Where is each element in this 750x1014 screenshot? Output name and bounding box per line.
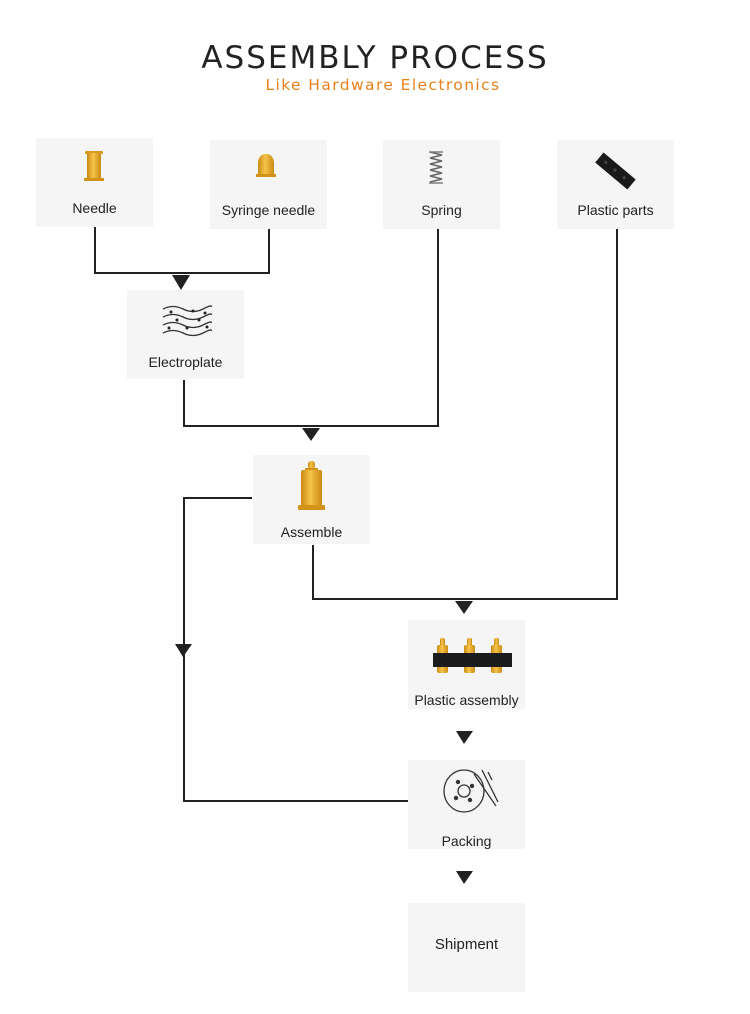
step-electroplate: Electroplate — [127, 290, 244, 379]
pin-strip-icon — [433, 638, 512, 673]
syringe-needle-icon — [256, 154, 276, 177]
pogo-pin-icon — [298, 461, 325, 510]
connector-electroplate-assemble — [183, 229, 439, 427]
step-spring: Spring — [383, 140, 500, 229]
step-plastic-assembly: Plastic assembly — [408, 620, 525, 709]
step-plastic-assembly-label: Plastic assembly — [414, 692, 519, 708]
page-title: ASSEMBLY PROCESS — [201, 40, 549, 76]
step-assemble: Assemble — [253, 455, 370, 544]
step-plastic-parts: Plastic parts — [557, 140, 674, 229]
step-packing-label: Packing — [441, 833, 492, 849]
arrow-side-down — [175, 644, 192, 657]
connector-assemble-plastic-assembly — [312, 229, 618, 600]
arrow-to-electroplate — [172, 275, 190, 290]
arrow-to-shipment — [456, 871, 473, 884]
step-needle-label: Needle — [72, 200, 117, 216]
arrow-to-packing — [456, 731, 473, 744]
step-packing: Packing — [408, 760, 525, 849]
step-shipment: Shipment — [408, 903, 525, 992]
step-plastic-parts-label: Plastic parts — [577, 202, 654, 218]
arrow-to-plastic-assembly — [455, 601, 473, 614]
step-shipment-label: Shipment — [434, 936, 499, 953]
arrow-to-assemble — [302, 428, 320, 441]
step-syringe-needle: Syringe needle — [210, 140, 327, 229]
tape-reel-icon — [443, 769, 499, 813]
step-spring-label: Spring — [421, 202, 462, 218]
connector-needle-electroplate — [94, 227, 270, 274]
needle-icon — [84, 151, 104, 181]
electroplate-icon — [162, 305, 212, 337]
step-assemble-label: Assemble — [280, 524, 343, 540]
step-syringe-needle-label: Syringe needle — [221, 202, 316, 218]
plastic-parts-icon — [595, 152, 636, 190]
page-subtitle: Like Hardware Electronics — [265, 76, 501, 94]
spring-icon — [429, 151, 443, 184]
step-electroplate-label: Electroplate — [148, 354, 223, 370]
step-needle: Needle — [36, 138, 153, 227]
